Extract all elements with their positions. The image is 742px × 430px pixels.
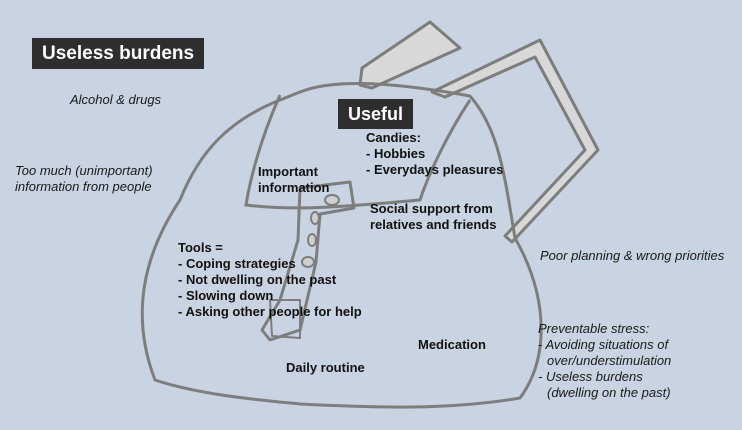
daily-routine-text: Daily routine <box>286 360 365 375</box>
candies-block: Candies: - Hobbies - Everydays pleasures <box>366 130 503 178</box>
preventable-stress-title: Preventable stress: <box>538 321 650 336</box>
tools-item: - Coping strategies <box>178 256 296 271</box>
backpack-strap-back <box>358 20 462 90</box>
important-information-block: Important information <box>258 164 330 196</box>
preventable-line: (dwelling on the past) <box>547 385 671 400</box>
poor-planning-text: Poor planning & wrong priorities <box>540 248 725 263</box>
buckle-hole <box>310 211 320 225</box>
backpack-flap <box>244 94 472 210</box>
social-line-2: relatives and friends <box>370 217 497 232</box>
backpack-strap-front <box>430 38 600 244</box>
candies-item: - Hobbies <box>366 146 426 161</box>
social-line-1: Social support from <box>370 201 493 216</box>
buckle-hole <box>301 256 315 268</box>
tools-item: - Asking other people for help <box>178 304 362 319</box>
backpack-body <box>140 81 543 409</box>
candies-item: - Everydays pleasures <box>366 162 504 177</box>
candies-title: Candies: <box>366 130 421 145</box>
buckle-hole <box>307 233 317 247</box>
too-much-line-2: information from people <box>15 179 152 194</box>
too-much-info-text: Too much (unimportant) information from … <box>15 163 153 195</box>
preventable-line: - Useless burdens <box>538 369 643 384</box>
preventable-line: over/understimulation <box>547 353 672 368</box>
useless-burdens-heading: Useless burdens <box>32 38 205 69</box>
preventable-line: - Avoiding situations of <box>538 337 669 352</box>
important-line-1: Important <box>258 164 318 179</box>
social-support-block: Social support from relatives and friend… <box>370 201 496 233</box>
backpack-pocket <box>268 299 301 340</box>
tools-block: Tools = - Coping strategies - Not dwelli… <box>178 240 362 320</box>
tools-title: Tools = <box>178 240 223 255</box>
tools-item: - Slowing down <box>178 288 274 303</box>
medication-text: Medication <box>418 337 486 352</box>
alcohol-drugs-text: Alcohol & drugs <box>70 92 162 107</box>
buckle-hole <box>324 194 340 206</box>
preventable-stress-block: Preventable stress: - Avoiding situation… <box>538 321 671 401</box>
too-much-line-1: Too much (unimportant) <box>15 163 153 178</box>
important-line-2: information <box>258 180 330 195</box>
tools-item: - Not dwelling on the past <box>178 272 337 287</box>
useful-heading: Useful <box>338 99 414 129</box>
